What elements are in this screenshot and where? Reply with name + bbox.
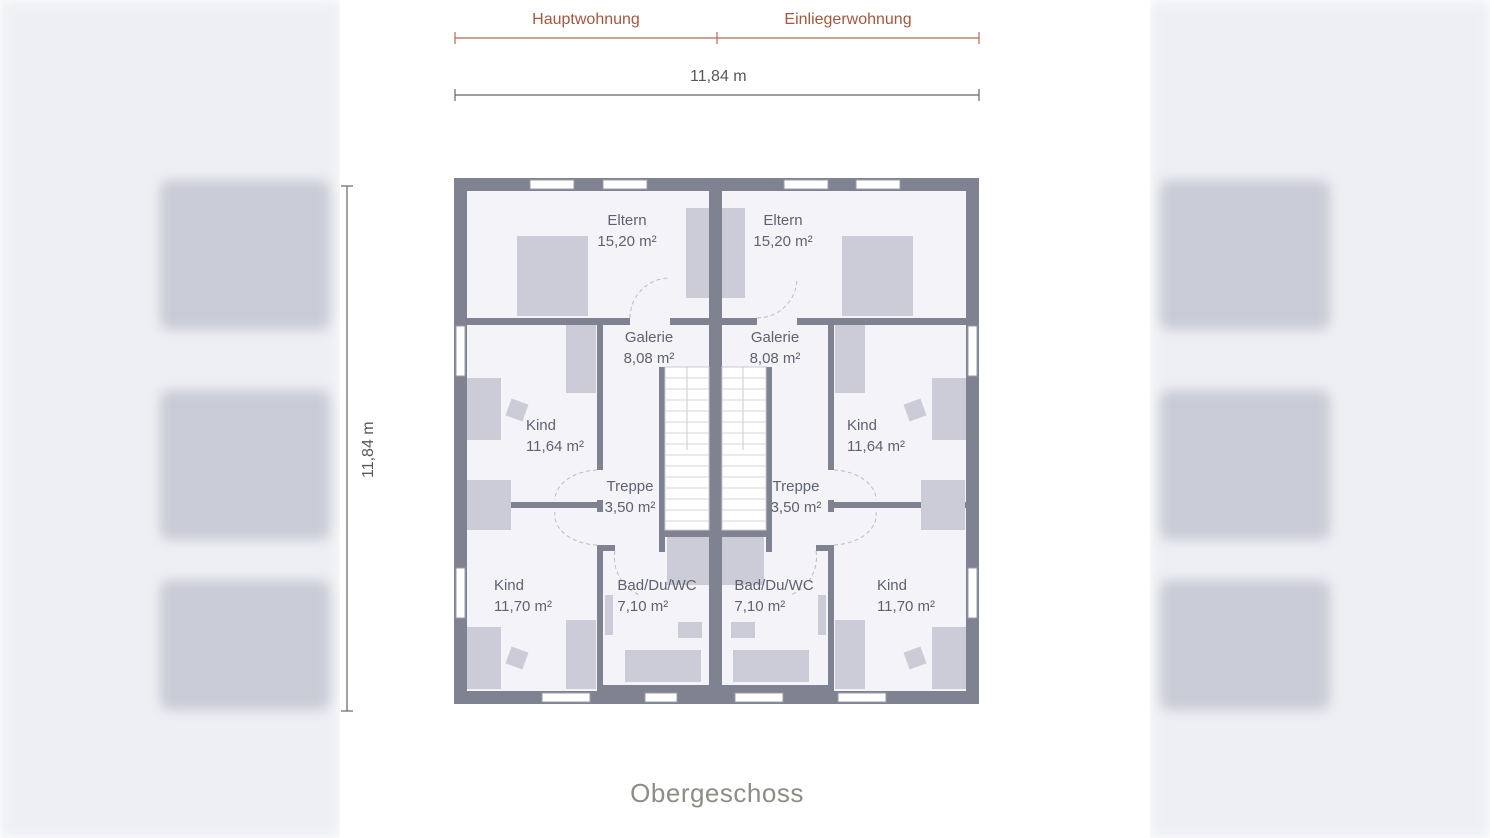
- interior-walls: [467, 191, 966, 691]
- door-swings: [554, 277, 877, 596]
- unit-label-hauptwohnung: Hauptwohnung: [532, 11, 640, 28]
- height-dimension-line: [341, 185, 353, 712]
- blurred-background-right: [1150, 0, 1490, 838]
- width-dimension-label: 11,84 m: [690, 68, 747, 85]
- windows: [455, 179, 978, 703]
- width-dimension-line: [454, 89, 980, 101]
- unit-dimension-line: [454, 32, 980, 44]
- floor-caption: Obergeschoss: [630, 778, 804, 808]
- height-dimension-label: 11,84 m: [360, 421, 377, 478]
- furniture: [467, 208, 966, 689]
- staircase: [664, 366, 767, 531]
- blurred-background-left: [0, 0, 340, 838]
- unit-label-einliegerwohnung: Einliegerwohnung: [784, 11, 912, 28]
